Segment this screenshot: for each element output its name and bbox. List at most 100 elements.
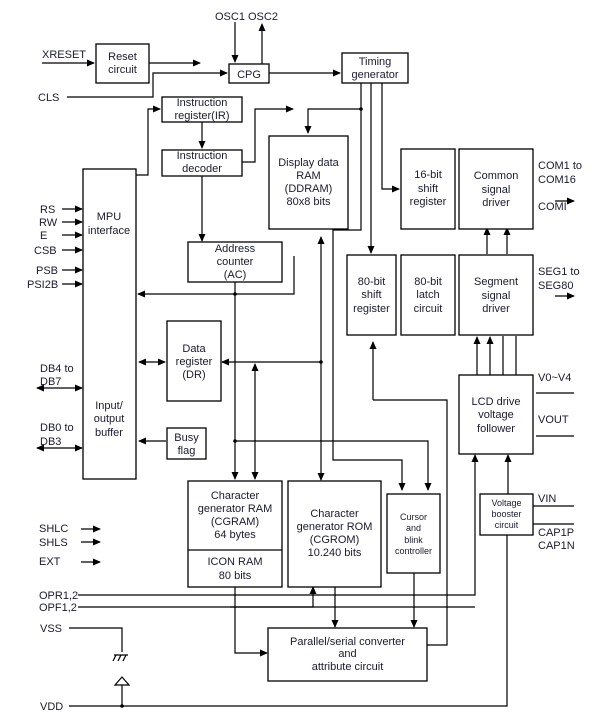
cgrom-label: 10.240 bits [308, 547, 362, 559]
mpu-interface-label: interface [88, 225, 130, 237]
pin-com: COM1 to [538, 160, 582, 172]
lcd-follower-block: LCD drive voltage follower [458, 374, 534, 455]
pin-seg: SEG1 to [538, 266, 580, 278]
io-buffer-label: output [94, 413, 125, 425]
supply-icon [113, 676, 131, 686]
io-buffer-label: buffer [95, 427, 123, 439]
pin-opf: OPF1,2 [39, 602, 77, 614]
busy-flag-label: flag [178, 445, 196, 457]
pin-labels: XRESET CLS OSC1 OSC2 RS RW E CSB PSB PSI… [27, 11, 582, 713]
shift-16-label: shift [418, 183, 438, 195]
cursor-label: and [406, 523, 421, 533]
data-register-label: (DR) [182, 369, 205, 381]
wire-timing-cursor [332, 255, 406, 491]
busy-flag-label: Busy [174, 432, 199, 444]
pin-seg: SEG80 [538, 280, 573, 292]
shift-80-label: register [353, 303, 390, 315]
ddram-label: 80x8 bits [286, 196, 331, 208]
wire-opf [78, 586, 317, 608]
segment-driver-label: signal [482, 290, 511, 302]
ddram-label: Display data [278, 157, 339, 169]
ps-converter-label: Parallel/serial converter [290, 636, 405, 648]
lcd-follower-label: LCD drive [472, 396, 521, 408]
common-driver-label: driver [482, 197, 510, 209]
pin-rs: RS [40, 204, 55, 216]
latch-80-block: 80-bit latch circuit [400, 254, 456, 336]
timing-generator-block: Timing generator [341, 52, 409, 84]
busy-flag-block: Busy flag [166, 427, 207, 460]
reset-circuit-block: Reset circuit [95, 43, 150, 84]
pin-cls: CLS [38, 92, 59, 104]
instruction-decoder-block: Instruction decoder [161, 149, 243, 177]
wire-vss [69, 627, 123, 652]
shift-80-block: 80-bit shift register [346, 254, 397, 336]
cgram-label: 64 bytes [214, 529, 256, 541]
cursor-label: controller [395, 546, 432, 556]
wire-timing-shift16 [381, 83, 400, 193]
latch-80-label: circuit [414, 303, 443, 315]
address-counter-block: Address counter (AC) [187, 241, 283, 283]
wire-decoder-out [242, 105, 294, 163]
address-counter-label: Address [215, 243, 256, 255]
latch-80-label: latch [416, 289, 439, 301]
shift-16-label: 16-bit [414, 169, 442, 181]
reset-circuit-label: circuit [108, 64, 137, 76]
ddram-block: Display data RAM (DDRAM) 80x8 bits [268, 135, 349, 230]
reset-circuit-label: Reset [108, 51, 137, 63]
pin-osc1: OSC1 [215, 11, 245, 23]
timing-generator-label: generator [351, 69, 398, 81]
instruction-register-label: register(IR) [174, 110, 229, 122]
common-driver-label: signal [482, 184, 511, 196]
cgram-label: (CGRAM) [211, 516, 259, 528]
pin-opr: OPR1,2 [39, 590, 78, 602]
common-driver-label: Common [474, 170, 519, 182]
mpu-interface-block: MPU interface Input/ output buffer [82, 168, 137, 480]
pin-ext: EXT [39, 556, 61, 568]
ddram-label: (DDRAM) [285, 183, 333, 195]
pin-rw: RW [39, 217, 58, 229]
timing-generator-label: Timing [359, 56, 392, 68]
instruction-register-label: Instruction [177, 97, 228, 109]
booster-block: Voltage booster circuit [479, 493, 534, 536]
shift-16-label: register [410, 196, 447, 208]
pin-psi2b: PSI2B [27, 279, 58, 291]
lcd-follower-label: follower [477, 423, 515, 435]
pin-vout: VOUT [538, 414, 569, 426]
cursor-label: Cursor [400, 512, 427, 522]
pin-db4-7: DB4 to [40, 363, 74, 375]
pin-db0-3: DB3 [40, 436, 61, 448]
data-register-block: Data register (DR) [166, 320, 222, 402]
instruction-decoder-label: decoder [182, 163, 222, 175]
icon-ram-label: 80 bits [219, 570, 252, 582]
pin-shlc: SHLC [39, 523, 68, 535]
pin-psb: PSB [36, 265, 58, 277]
pin-db0-3: DB0 to [40, 422, 74, 434]
cgram-block: Character generator RAM (CGRAM) 64 bytes… [187, 480, 283, 588]
segment-driver-label: driver [482, 303, 510, 315]
cursor-label: blink [404, 535, 423, 545]
wire-ac-bus [137, 256, 295, 298]
pin-e: E [40, 230, 47, 242]
pin-vin: VIN [538, 493, 556, 505]
wires [36, 22, 575, 708]
ps-converter-block: Parallel/serial converter and attribute … [267, 627, 428, 682]
wire-icon-ps [234, 587, 268, 657]
segment-driver-label: Segment [474, 276, 518, 288]
shift-80-label: 80-bit [358, 276, 386, 288]
instruction-decoder-label: Instruction [177, 150, 228, 162]
pin-osc2: OSC2 [248, 11, 278, 23]
pin-cap1n: CAP1N [538, 540, 575, 552]
ground-icon [112, 654, 128, 662]
cpg-block: CPG [228, 63, 270, 84]
shift-16-block: 16-bit shift register [400, 148, 456, 230]
wire-mpu-ir [135, 105, 161, 176]
latch-80-label: 80-bit [414, 276, 442, 288]
data-register-label: register [176, 356, 213, 368]
wire-cls [67, 69, 228, 98]
cgrom-label: generator ROM [297, 521, 373, 533]
ps-converter-label: attribute circuit [312, 661, 384, 673]
cgrom-label: (CGROM) [310, 534, 360, 546]
data-register-label: Data [182, 343, 206, 355]
instruction-register-block: Instruction register(IR) [161, 96, 243, 123]
